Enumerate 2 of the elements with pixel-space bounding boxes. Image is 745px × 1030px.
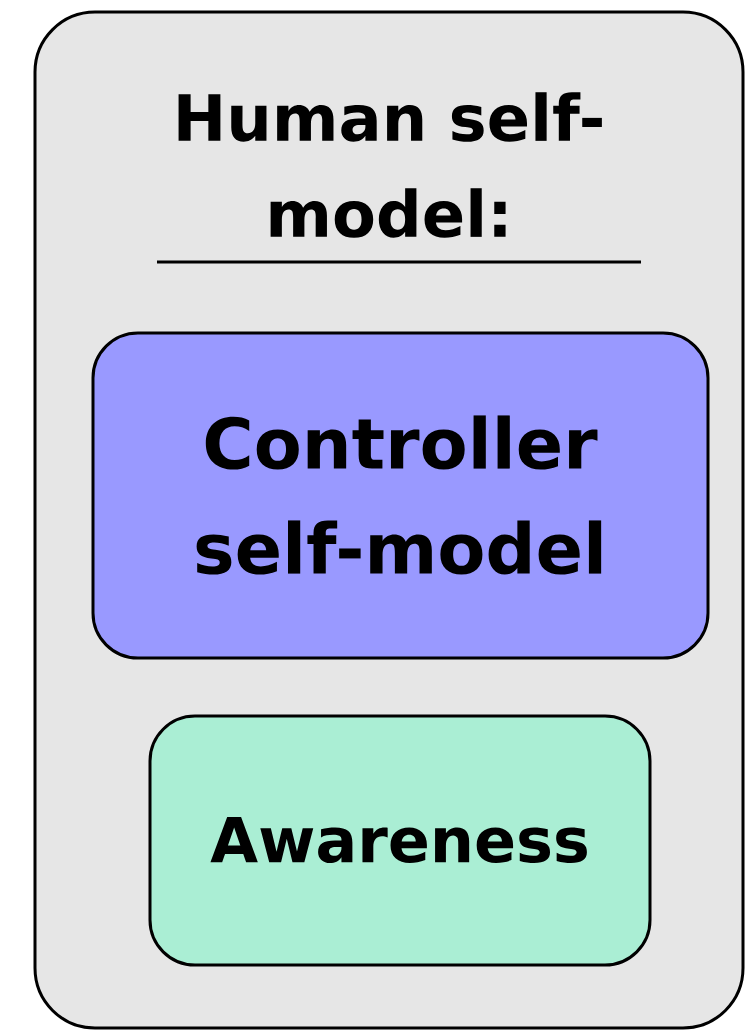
process-box: Controller self-model: [91, 331, 710, 660]
process-box: Awareness: [148, 714, 652, 967]
